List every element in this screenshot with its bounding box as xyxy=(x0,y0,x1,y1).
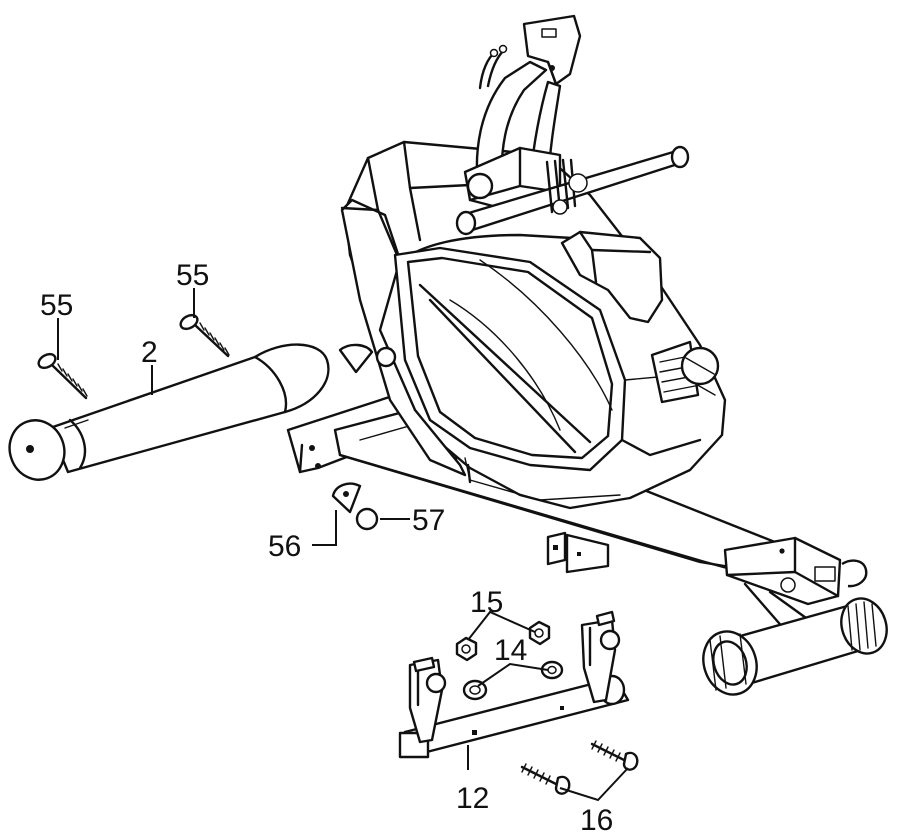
part-14-washer-left xyxy=(462,679,488,701)
part-16-bolt-right xyxy=(590,740,639,771)
label-55-right: 55 xyxy=(176,259,209,292)
label-57: 57 xyxy=(412,504,445,537)
label-2: 2 xyxy=(141,336,158,369)
handle-mast xyxy=(455,14,690,236)
label-55-left: 55 xyxy=(40,289,73,322)
part-56-washer xyxy=(331,482,362,514)
part-15-nut-right xyxy=(528,620,551,646)
label-12: 12 xyxy=(456,782,489,815)
part-57-cap xyxy=(355,507,379,531)
leader-lines xyxy=(57,288,629,802)
label-56: 56 xyxy=(268,530,301,563)
part-55-bolt-a xyxy=(37,352,88,400)
part-labels: 55 55 2 56 57 15 14 12 16 xyxy=(40,259,613,837)
label-14: 14 xyxy=(494,634,527,667)
rear-roller xyxy=(702,597,888,696)
part-15-nut-left xyxy=(455,636,478,662)
part-12-rear-stabilizer xyxy=(398,610,630,759)
part-55-bolt-b xyxy=(179,313,230,358)
label-15: 15 xyxy=(470,586,503,619)
flywheel-housing xyxy=(340,140,727,510)
label-16: 16 xyxy=(580,804,613,837)
part-2-front-stabilizer xyxy=(8,343,330,481)
part-56-bracket-top xyxy=(338,343,397,374)
